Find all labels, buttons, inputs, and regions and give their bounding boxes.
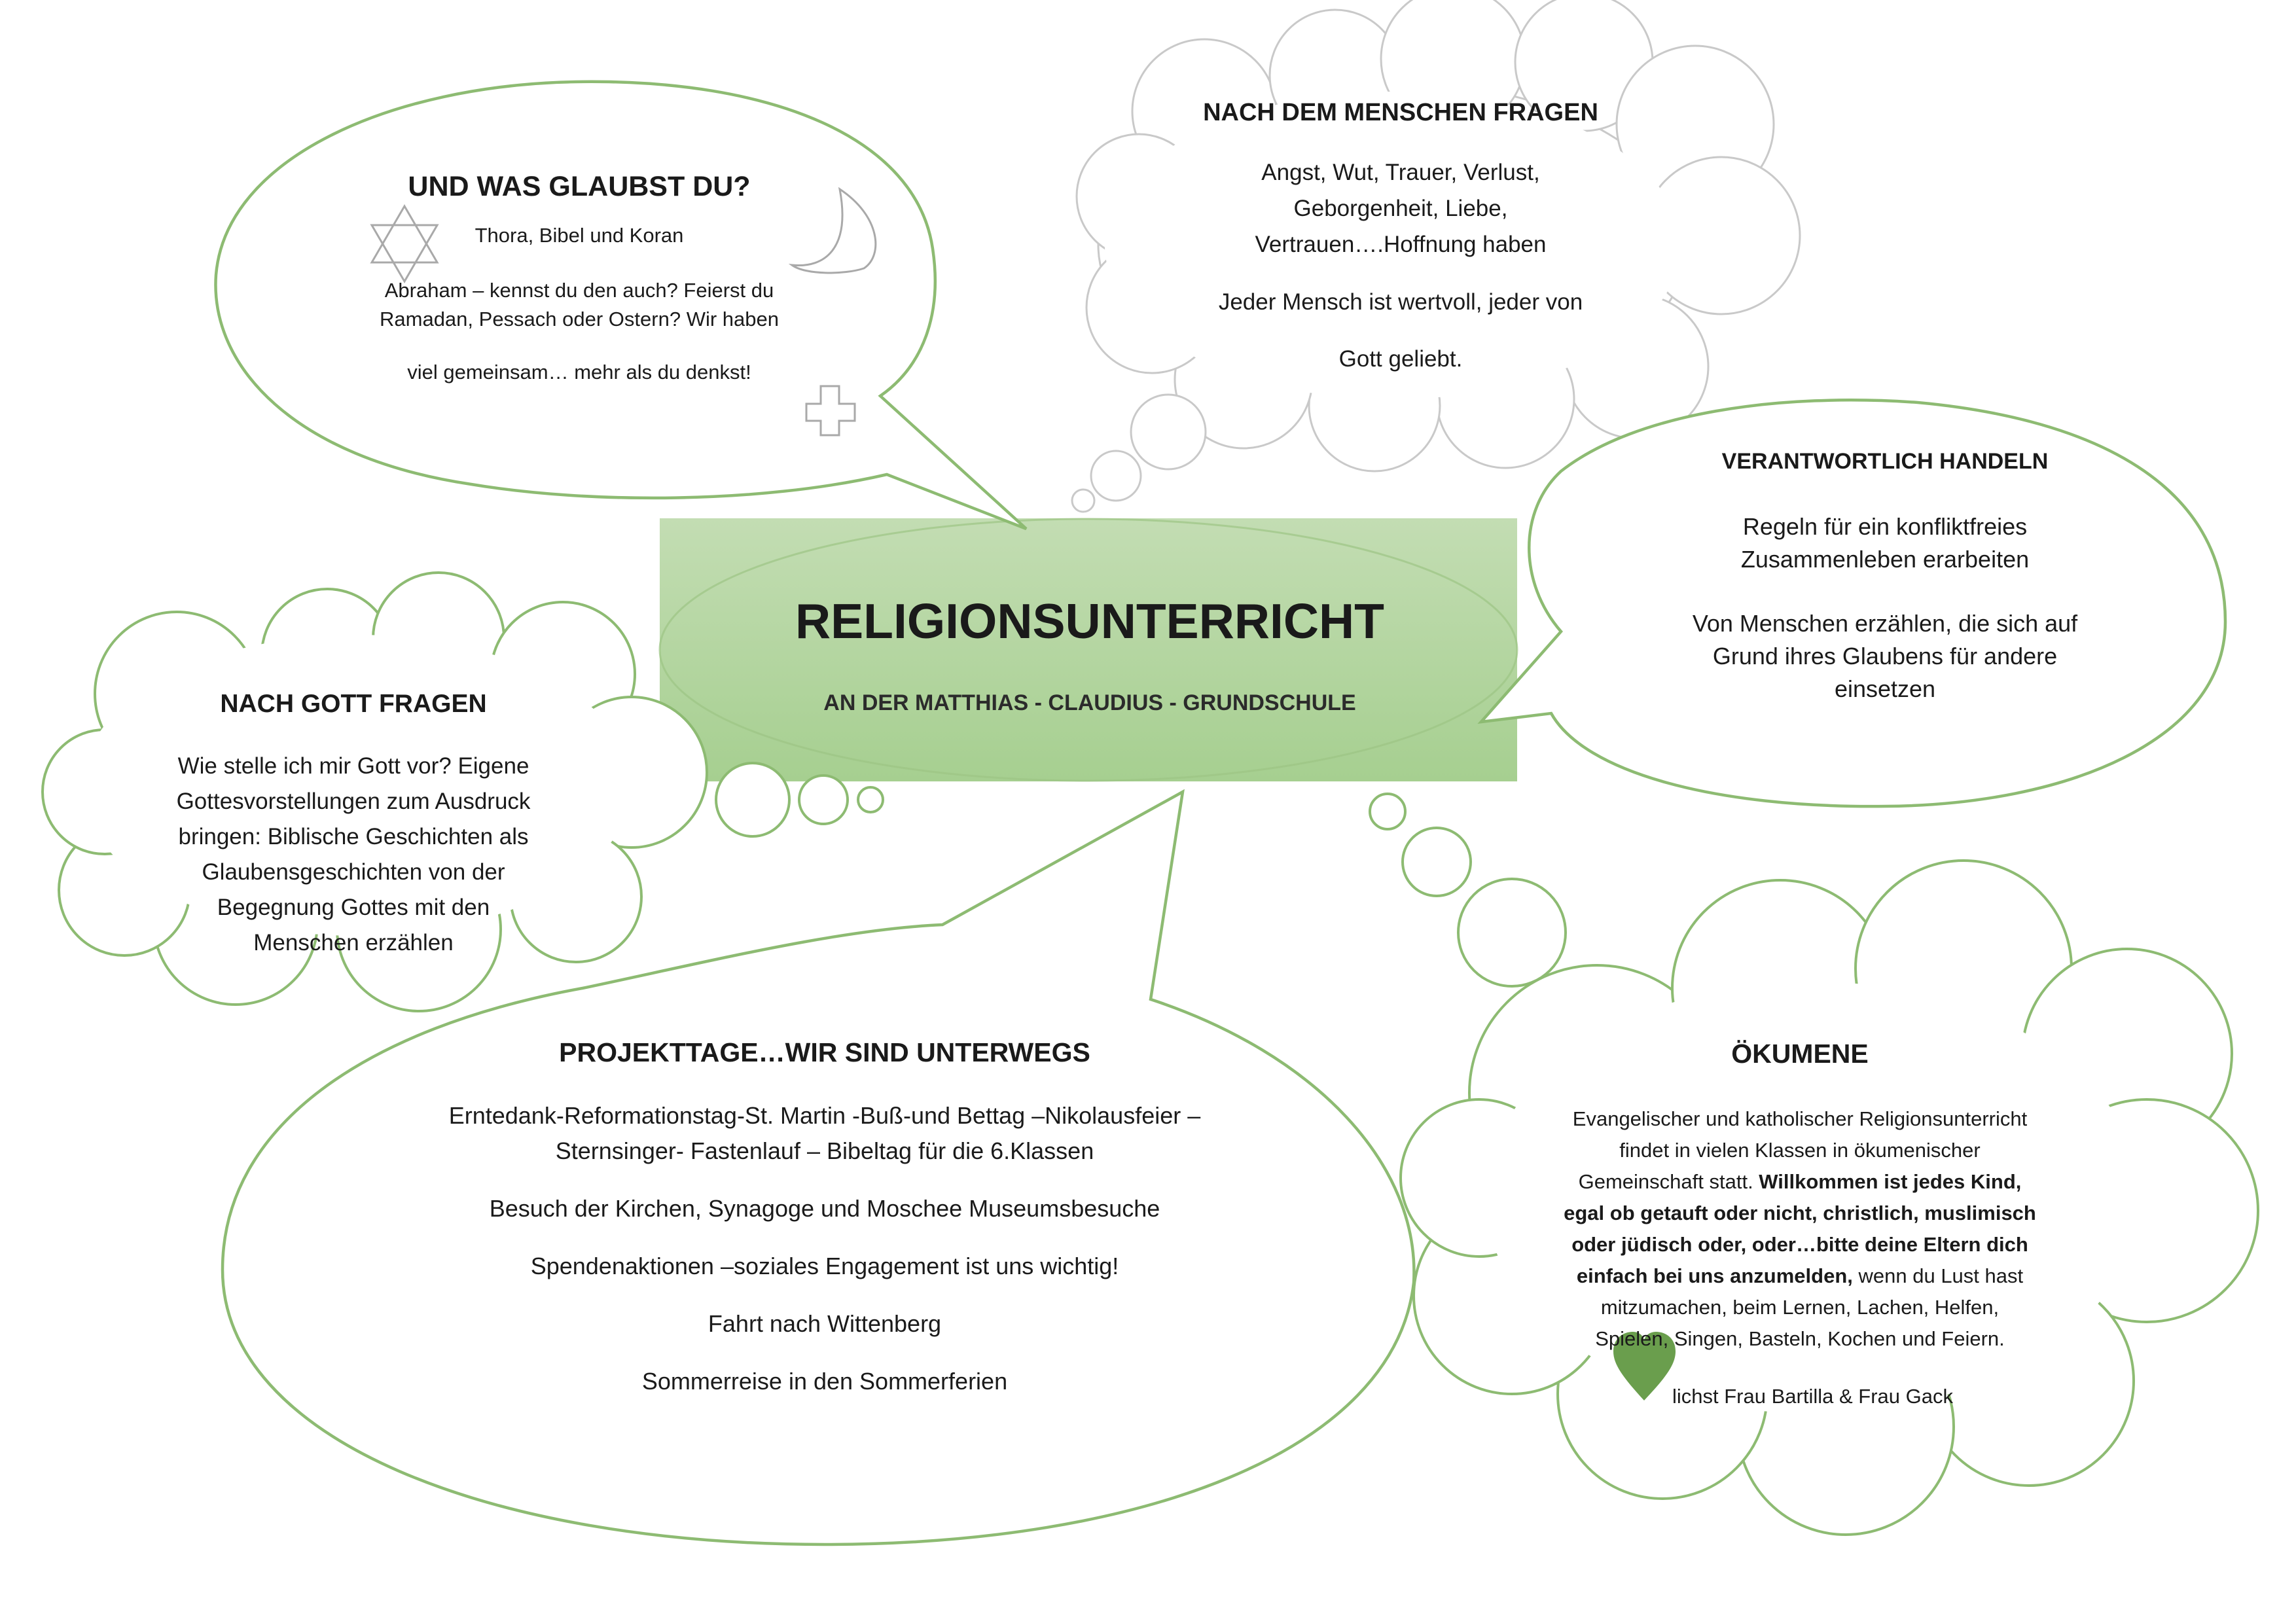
oekumene-title: ÖKUMENE — [1731, 1039, 1869, 1069]
crescent-moon-icon — [788, 187, 877, 274]
speech-bubble-projekt — [221, 789, 1416, 1546]
menschen-block: NACH DEM MENSCHEN FRAGEN Angst, Wut, Tra… — [1113, 93, 1689, 377]
glaubst-line: Thora, Bibel und Koran — [475, 224, 684, 247]
gott-line: Glaubensgeschichten von der — [202, 859, 505, 885]
glaubst-title: UND WAS GLAUBST DU? — [408, 171, 751, 202]
cloud-oekumene — [1369, 793, 2259, 1536]
menschen-line: Jeder Mensch ist wertvoll, jeder von — [1218, 289, 1583, 315]
oekumene-line-part: wenn du Lust hast — [1852, 1264, 2024, 1287]
glaubst-block: UND WAS GLAUBST DU? Thora, Bibel und Kor… — [314, 167, 844, 387]
projekt-line: Sternsinger- Fastenlauf – Bibeltag für d… — [555, 1137, 1094, 1164]
projekt-line: Besuch der Kirchen, Synagoge und Moschee… — [489, 1195, 1160, 1222]
verantwortlich-line: Regeln für ein konfliktfreies — [1742, 513, 2028, 540]
menschen-line: Vertrauen….Hoffnung haben — [1255, 232, 1547, 257]
glaubst-line: Abraham – kennst du den auch? Feierst du — [384, 279, 774, 302]
verantwortlich-line: einsetzen — [1834, 675, 1936, 702]
oekumene-line-bold: oder jüdisch oder, oder…bitte deine Elte… — [1571, 1233, 2028, 1256]
menschen-line: Gott geliebt. — [1338, 346, 1463, 372]
verantwortlich-title: VERANTWORTLICH HANDELN — [1721, 449, 2049, 474]
oekumene-line: mitzumachen, beim Lernen, Lachen, Helfen… — [1600, 1296, 2000, 1319]
oekumene-line: Spielen, Singen, Basteln, Kochen und Fei… — [1595, 1327, 2005, 1350]
oekumene-text: Evangelischer und katholischer Religions… — [1505, 1103, 2094, 1355]
projekt-line: Spendenaktionen –soziales Engagement ist… — [530, 1253, 1119, 1279]
center-title-group: RELIGIONSUNTERRICHT — [661, 594, 1518, 649]
center-subtitle-group: AN DER MATTHIAS - CLAUDIUS - GRUNDSCHULE — [661, 690, 1518, 716]
cross-icon — [805, 385, 856, 437]
verantwortlich-line: Von Menschen erzählen, die sich auf — [1692, 610, 2078, 637]
oekumene-line: einfach bei uns anzumelden, wenn du Lust… — [1505, 1260, 2094, 1292]
gott-title: NACH GOTT FRAGEN — [220, 690, 487, 718]
oekumene-line: Evangelischer und katholischer Religions… — [1572, 1107, 2028, 1130]
gott-block: NACH GOTT FRAGEN Wie stelle ich mir Gott… — [98, 686, 609, 961]
oekumene-line-bold: einfach bei uns anzumelden, — [1576, 1264, 1853, 1287]
oekumene-signature: lichst Frau Bartilla & Frau Gack — [1672, 1385, 1953, 1408]
oekumene-line-bold: Willkommen ist jedes Kind, — [1759, 1170, 2022, 1193]
oekumene-signature-block: lichst Frau Bartilla & Frau Gack — [1672, 1381, 2039, 1412]
gott-line: Gottesvorstellungen zum Ausdruck — [176, 789, 531, 814]
oekumene-line: findet in vielen Klassen in ökumenischer — [1619, 1139, 1981, 1162]
verantwortlich-line: Grund ihres Glaubens für andere — [1712, 643, 2058, 669]
projekt-block: PROJEKTTAGE…WIR SIND UNTERWEGS Erntedank… — [367, 1033, 1283, 1399]
oekumene-line-bold: egal ob getauft oder nicht, christlich, … — [1564, 1202, 2036, 1224]
page-subtitle: AN DER MATTHIAS - CLAUDIUS - GRUNDSCHULE — [823, 690, 1356, 715]
cloud-gott — [41, 571, 884, 1012]
projekt-line: Erntedank-Reformationstag-St. Martin -Bu… — [448, 1102, 1201, 1129]
gott-line: Begegnung Gottes mit den — [217, 895, 490, 920]
menschen-line: Angst, Wut, Trauer, Verlust, — [1261, 160, 1540, 185]
oekumene-line: Gemeinschaft statt. Willkommen ist jedes… — [1505, 1166, 2094, 1198]
page-title: RELIGIONSUNTERRICHT — [795, 594, 1384, 649]
projekt-line: Sommerreise in den Sommerferien — [641, 1368, 1008, 1395]
heart-icon — [1613, 1332, 1676, 1400]
menschen-title: NACH DEM MENSCHEN FRAGEN — [1203, 99, 1598, 126]
glaubst-line: viel gemeinsam… mehr als du denkst! — [407, 361, 751, 383]
speech-bubble-verantwortlich — [1477, 399, 2227, 808]
menschen-line: Geborgenheit, Liebe, — [1293, 196, 1508, 221]
gott-line: bringen: Biblische Geschichten als — [178, 824, 529, 849]
gott-line: Menschen erzählen — [253, 930, 454, 955]
glaubst-line: Ramadan, Pessach oder Ostern? Wir haben — [380, 308, 779, 330]
verantwortlich-line: Zusammenleben erarbeiten — [1740, 546, 2030, 573]
gott-line: Wie stelle ich mir Gott vor? Eigene — [177, 753, 529, 779]
oekumene-line-part: Gemeinschaft statt. — [1578, 1170, 1759, 1193]
verantwortlich-block: VERANTWORTLICH HANDELN Regeln für ein ko… — [1590, 445, 2179, 705]
thought-cloud-menschen — [1071, 0, 1801, 513]
projekt-line: Fahrt nach Wittenberg — [708, 1310, 942, 1337]
star-of-david-icon — [370, 204, 439, 283]
center-title-box — [658, 518, 1518, 782]
projekt-title: PROJEKTTAGE…WIR SIND UNTERWEGS — [559, 1037, 1090, 1067]
oekumene-block: ÖKUMENE — [1505, 1034, 2094, 1073]
